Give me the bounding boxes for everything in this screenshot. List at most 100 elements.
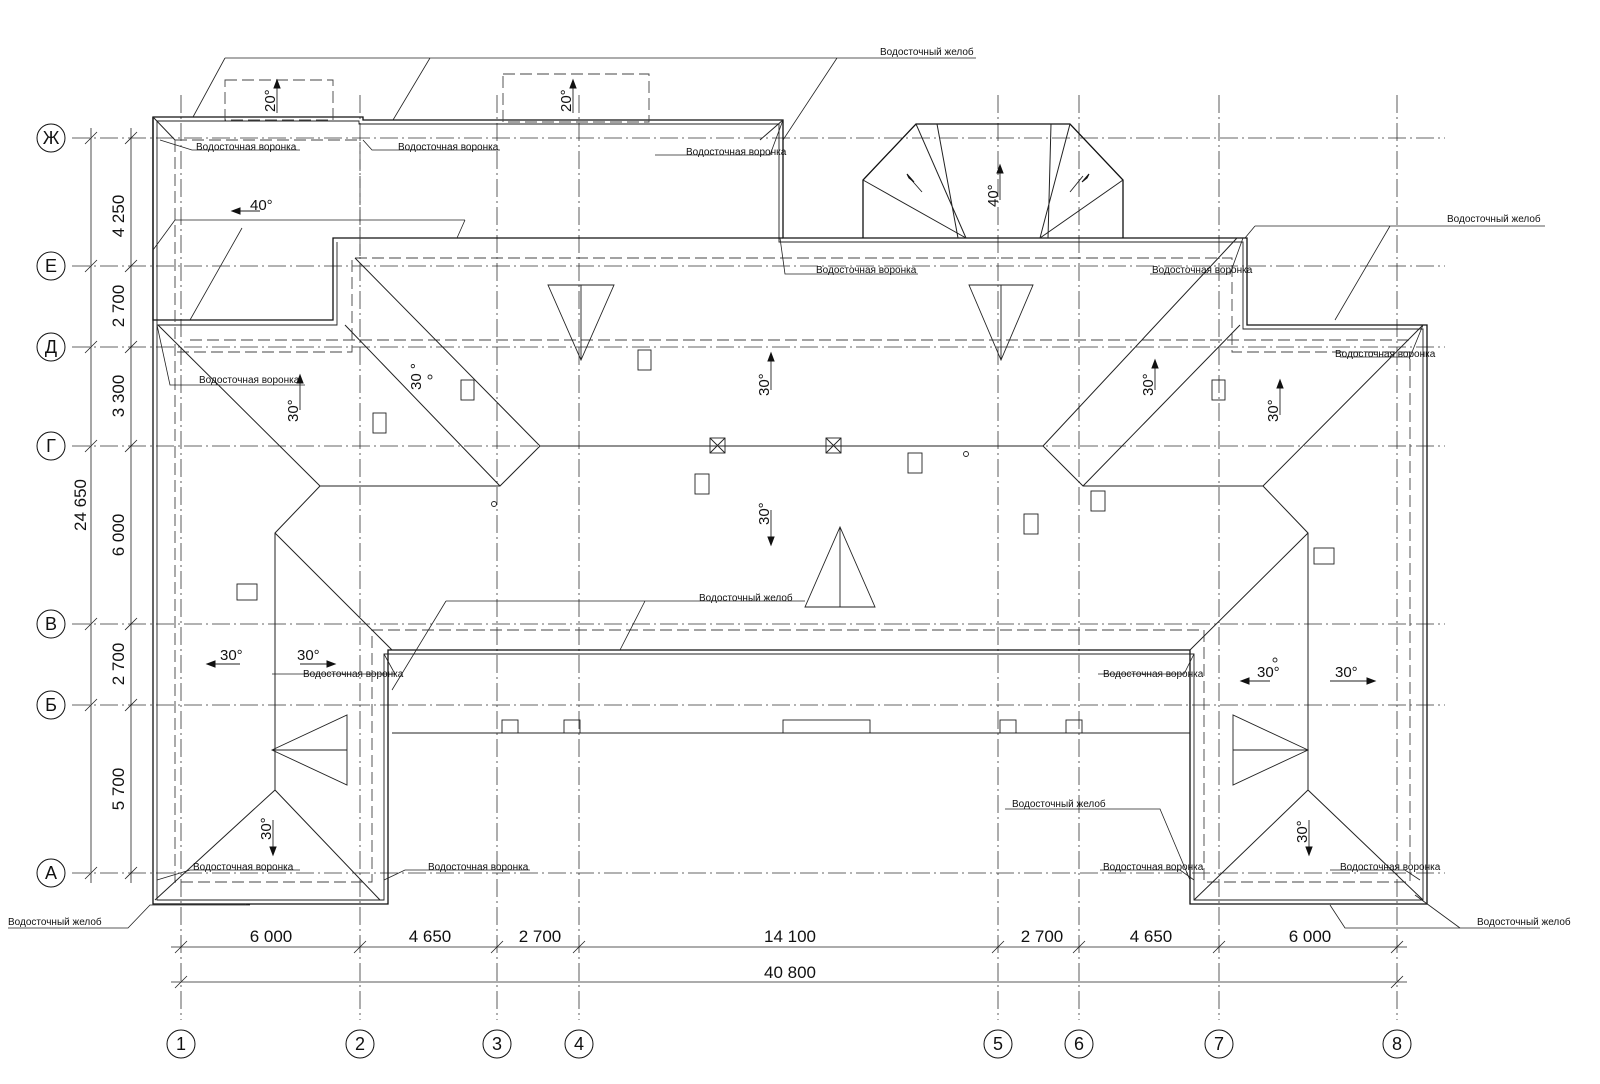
arrowhead	[767, 351, 775, 362]
dormer-dashed-mid	[502, 73, 650, 123]
small-opening	[963, 451, 969, 457]
row-axis-marker: Б	[36, 690, 66, 720]
axis-bubble	[482, 1029, 512, 1059]
column-axis-marker: 2	[345, 1029, 375, 1059]
degree-mark	[427, 374, 433, 380]
skylight	[637, 349, 652, 371]
axis-bubble	[36, 431, 66, 461]
leader-funnel-7	[156, 324, 305, 386]
left-wing-inner	[157, 242, 338, 326]
leader-gutter-right-top	[1244, 225, 1545, 321]
label-funnel: Водосточная воронка	[1335, 349, 1436, 360]
leader-funnel-10	[383, 869, 530, 881]
vertical-dimensions: 4 250 2 700 3 300 6 000 2 700 5 700 24 6…	[71, 128, 138, 883]
dim-tick	[353, 940, 367, 954]
axis-bubble	[36, 123, 66, 153]
slope-label-30-c: 30°	[756, 373, 773, 396]
vent	[999, 719, 1017, 734]
dim-v-v-b: 2 700	[109, 643, 128, 686]
small-opening	[491, 501, 497, 507]
vent	[563, 719, 581, 734]
arrowhead	[1239, 677, 1250, 685]
slope-label-40-left: 40°	[250, 197, 273, 214]
dim-v-total: 24 650	[71, 479, 90, 531]
dim-ticks-horizontal	[174, 940, 1404, 989]
slope-label-30-g: 30°	[220, 647, 243, 664]
label-gutter: Водосточный желоб	[880, 46, 974, 58]
dim-tick	[124, 866, 138, 880]
leader-funnel-4	[779, 237, 918, 275]
dim-tick	[124, 131, 138, 145]
label-funnel: Водосточная воронка	[196, 142, 297, 153]
dim-tick	[84, 439, 98, 453]
slope-label-30-h: 30°	[297, 647, 320, 664]
triangle-top-left	[547, 284, 615, 362]
horizontal-dimensions: 6 000 4 650 2 700 14 100 2 700 4 650 6 0…	[171, 927, 1407, 989]
dim-h-total: 40 800	[764, 963, 816, 982]
arrowhead	[767, 536, 775, 547]
dim-h-7-8: 6 000	[1289, 927, 1332, 946]
dim-v-zh-e: 4 250	[109, 195, 128, 238]
slope-label-30-d: 30°	[1140, 373, 1157, 396]
row-axis-label: Е	[45, 256, 57, 276]
row-axis-marker: Д	[36, 332, 66, 362]
arrowhead	[205, 660, 216, 668]
column-axis-marker: 4	[564, 1029, 594, 1059]
dim-tick	[1390, 975, 1404, 989]
label-gutter: Водосточный желоб	[1447, 213, 1541, 225]
note-labels: Водосточный желоб Водосточный желоб Водо…	[8, 46, 1571, 928]
dim-tick	[84, 131, 98, 145]
skylight	[1090, 490, 1106, 512]
skylight	[694, 473, 710, 495]
corner-hip-tr	[759, 119, 784, 141]
leader-gutter-bottom-left	[8, 903, 251, 929]
label-gutter: Водосточный желоб	[1477, 916, 1571, 928]
leader-funnel-9	[1098, 653, 1195, 675]
row-axis-marker: Ж	[36, 123, 66, 153]
label-funnel: Водосточная воронка	[1103, 669, 1204, 680]
skylight	[460, 379, 475, 401]
row-axis-label: А	[45, 863, 57, 883]
arrowhead	[230, 207, 241, 215]
vent-long	[782, 719, 871, 734]
axis-bubble	[36, 332, 66, 362]
dim-tick	[84, 259, 98, 273]
dim-v-g-v: 6 000	[109, 514, 128, 557]
dim-tick	[1212, 940, 1226, 954]
column-axis-label: 6	[1074, 1034, 1084, 1054]
triangle-top-right	[968, 284, 1034, 362]
slope-label-30-k: 30°	[258, 817, 275, 840]
row-axis-label: Д	[45, 337, 57, 357]
arrowhead	[269, 846, 277, 857]
triangle-bottom-center	[804, 525, 876, 608]
dim-tick	[124, 439, 138, 453]
dim-tick	[124, 617, 138, 631]
slope-arrows	[205, 78, 1377, 857]
slope-label-30-a: 30 °	[408, 363, 425, 390]
leader-funnel-5	[1150, 237, 1244, 275]
vent	[1065, 719, 1083, 734]
dim-tick	[124, 340, 138, 354]
slope-label-40-dormer: 40°	[985, 184, 1002, 207]
column-axis-marker: 8	[1382, 1029, 1412, 1059]
dormer-hex-outline	[862, 123, 1124, 238]
leader-gutter-right-low	[1005, 808, 1191, 881]
chimney-vent	[825, 437, 842, 454]
roof-openings	[236, 349, 1335, 734]
leader-funnel-13	[1330, 869, 1421, 881]
axis-bubble	[166, 1029, 196, 1059]
column-axis-marker: 5	[983, 1029, 1013, 1059]
skylight	[1211, 379, 1226, 401]
dim-tick	[174, 940, 188, 954]
label-gutter: Водосточный желоб	[1012, 798, 1106, 810]
dim-tick	[124, 698, 138, 712]
leader-funnel-6	[1340, 324, 1424, 358]
dim-tick	[991, 940, 1005, 954]
arrowhead	[273, 78, 281, 89]
eave-outline-outer	[152, 116, 1428, 905]
column-axis-label: 3	[492, 1034, 502, 1054]
slope-label-20-left: 20°	[262, 89, 279, 112]
dim-tick	[1390, 940, 1404, 954]
